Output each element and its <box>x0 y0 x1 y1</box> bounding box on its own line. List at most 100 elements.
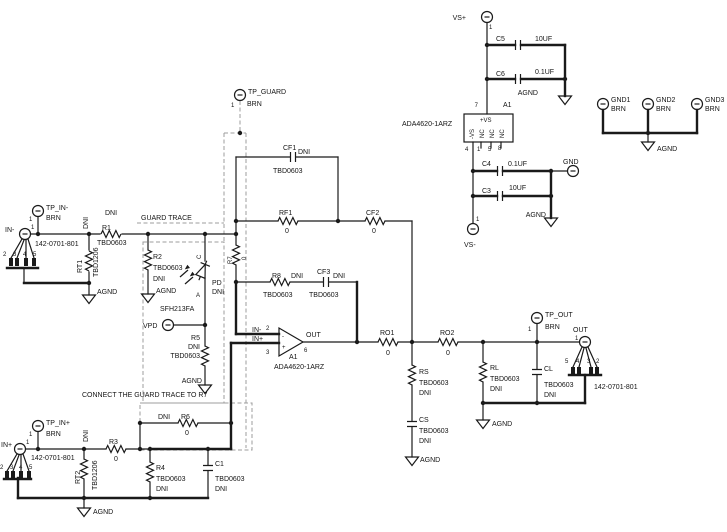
resistor-ro1: RO1 0 <box>377 330 399 357</box>
agnd-power-mid: AGND <box>526 212 559 228</box>
tp-out-brn: BRN <box>545 324 560 331</box>
rt1-value: TBD1206 <box>93 247 100 277</box>
in-plus-connector: IN+ 1 142-0701-801 2 3 4 5 <box>0 440 75 481</box>
cs-value: TBD0603 <box>419 428 449 435</box>
nc-pin-label: NC <box>490 129 496 138</box>
rf1-ref: RF1 <box>279 210 292 217</box>
agnd-label: AGND <box>657 146 677 153</box>
agnd-label: AGND <box>518 90 538 97</box>
capacitor-c6: C6 0.1UF <box>496 69 554 85</box>
resistor-icon <box>407 364 417 386</box>
pd-dni: DNI <box>212 289 224 296</box>
minus-vs-pin-label: -VS <box>470 129 476 139</box>
pin-number: 2 <box>3 252 7 258</box>
gnd1-brn: BRN <box>611 106 626 113</box>
rt2-dni: DNI <box>83 430 90 442</box>
plus-vs-pin-label: +VS <box>480 118 492 124</box>
ground-icon <box>475 419 491 430</box>
resistor-icon <box>143 249 153 271</box>
agnd-label: AGND <box>156 288 176 295</box>
rt2-ref: RT2 <box>75 471 82 484</box>
pin-number: 4 <box>576 359 580 365</box>
r4-dni: DNI <box>156 486 168 493</box>
ground-icon <box>640 141 656 152</box>
in-minus-part: 142-0701-801 <box>35 241 79 248</box>
c4-value: 0.1UF <box>508 161 527 168</box>
testpoint-icon <box>31 419 45 433</box>
resistor-icon <box>437 337 459 347</box>
opamp-a1: - + IN- 2 IN+ 3 OUT 6 A1 ADA4620-1ARZ <box>252 326 325 371</box>
c1-value: TBD0603 <box>215 476 245 483</box>
r2-value: TBD0603 <box>153 265 183 272</box>
c6-ref: C6 <box>496 71 505 78</box>
vpd-pin-icon <box>161 318 175 332</box>
capacitor-icon <box>322 276 330 288</box>
tp-guard-pin: 1 <box>231 103 235 109</box>
r3-ref: R3 <box>109 439 118 446</box>
capacitor-cs: CS TBD0603 DNI AGND <box>404 417 449 467</box>
r6-value: 0 <box>185 430 189 437</box>
resistor-icon <box>105 444 127 454</box>
r4-ref: R4 <box>156 465 165 472</box>
vs-minus-label: VS- <box>464 242 476 249</box>
connector-jack-icon <box>13 442 27 456</box>
cf3-dni: DNI <box>333 273 345 280</box>
resistor-r7: R7 0 <box>228 244 248 266</box>
ro1-ref: RO1 <box>380 330 395 337</box>
rs-value: TBD0603 <box>419 380 449 387</box>
testpoint-icon <box>31 204 45 218</box>
resistor-icon <box>84 250 94 272</box>
tp-in-minus-label: TP_IN- <box>46 205 69 212</box>
rt1-dni: DNI <box>83 217 90 229</box>
capacitor-icon <box>406 420 418 428</box>
pin-number: 2 <box>596 359 600 365</box>
cs-dni: DNI <box>419 438 431 445</box>
opamp-minus-mark: - <box>282 334 284 340</box>
ro2-ref: RO2 <box>440 330 455 337</box>
gnd3-pin-icon <box>690 97 704 111</box>
ground-icon <box>76 507 92 518</box>
out-part: 142-0701-801 <box>594 384 638 391</box>
c5-value: 10UF <box>535 36 552 43</box>
cl-ref: CL <box>544 366 553 373</box>
resistor-rt1: DNI RT1 TBD1206 AGND <box>77 217 117 305</box>
vs-plus-label: VS+ <box>453 15 466 22</box>
in-plus-pin1: 1 <box>26 440 30 446</box>
ro2-value: 0 <box>446 350 450 357</box>
r6-dni: DNI <box>158 414 170 421</box>
pin-number: 5 <box>33 252 37 258</box>
capacitor-c4: C4 0.1UF <box>482 161 527 177</box>
tp-in-plus-brn: BRN <box>46 431 61 438</box>
r5-value: TBD0603 <box>170 353 200 360</box>
resistor-ro2: RO2 0 <box>437 330 459 357</box>
out-label: OUT <box>573 327 589 334</box>
tp-in-minus: TP_IN- 1 BRN <box>29 204 69 223</box>
c4-ref: C4 <box>482 161 491 168</box>
resistor-rs: RS TBD0603 DNI <box>407 364 449 397</box>
rt1-ref: RT1 <box>77 260 84 273</box>
pd-ref: PD <box>212 280 222 287</box>
r1-dni: DNI <box>105 210 117 217</box>
connector-jack-icon <box>578 335 592 349</box>
gnd2-label: GND2 <box>656 97 676 104</box>
in-plus-label: IN+ <box>1 442 12 449</box>
agnd-power-top: AGND <box>518 90 573 106</box>
resistor-rl: RL TBD0603 DNI <box>478 361 520 393</box>
opamp-pin3: 3 <box>266 350 270 356</box>
pin8-number: 8 <box>498 146 502 152</box>
r7-value: 0 <box>242 256 248 260</box>
rs-ref: RS <box>419 369 429 376</box>
cf3-ref: CF3 <box>317 269 330 276</box>
pin-number: 5 <box>565 359 569 365</box>
resistor-rf1: RF1 0 <box>277 210 299 235</box>
pin-number: 2 <box>0 465 4 471</box>
capacitor-c3: C3 10UF <box>482 185 526 202</box>
opamp-part-label: ADA4620-1ARZ <box>274 364 325 371</box>
opamp-plus-mark: + <box>282 345 286 351</box>
photodiode-icon <box>194 260 211 281</box>
junction-dots <box>35 42 651 501</box>
r7-ref: R7 <box>228 256 234 264</box>
ro1-value: 0 <box>386 350 390 357</box>
cl-value: TBD0603 <box>544 382 574 389</box>
pin-number: 3 <box>13 252 17 258</box>
